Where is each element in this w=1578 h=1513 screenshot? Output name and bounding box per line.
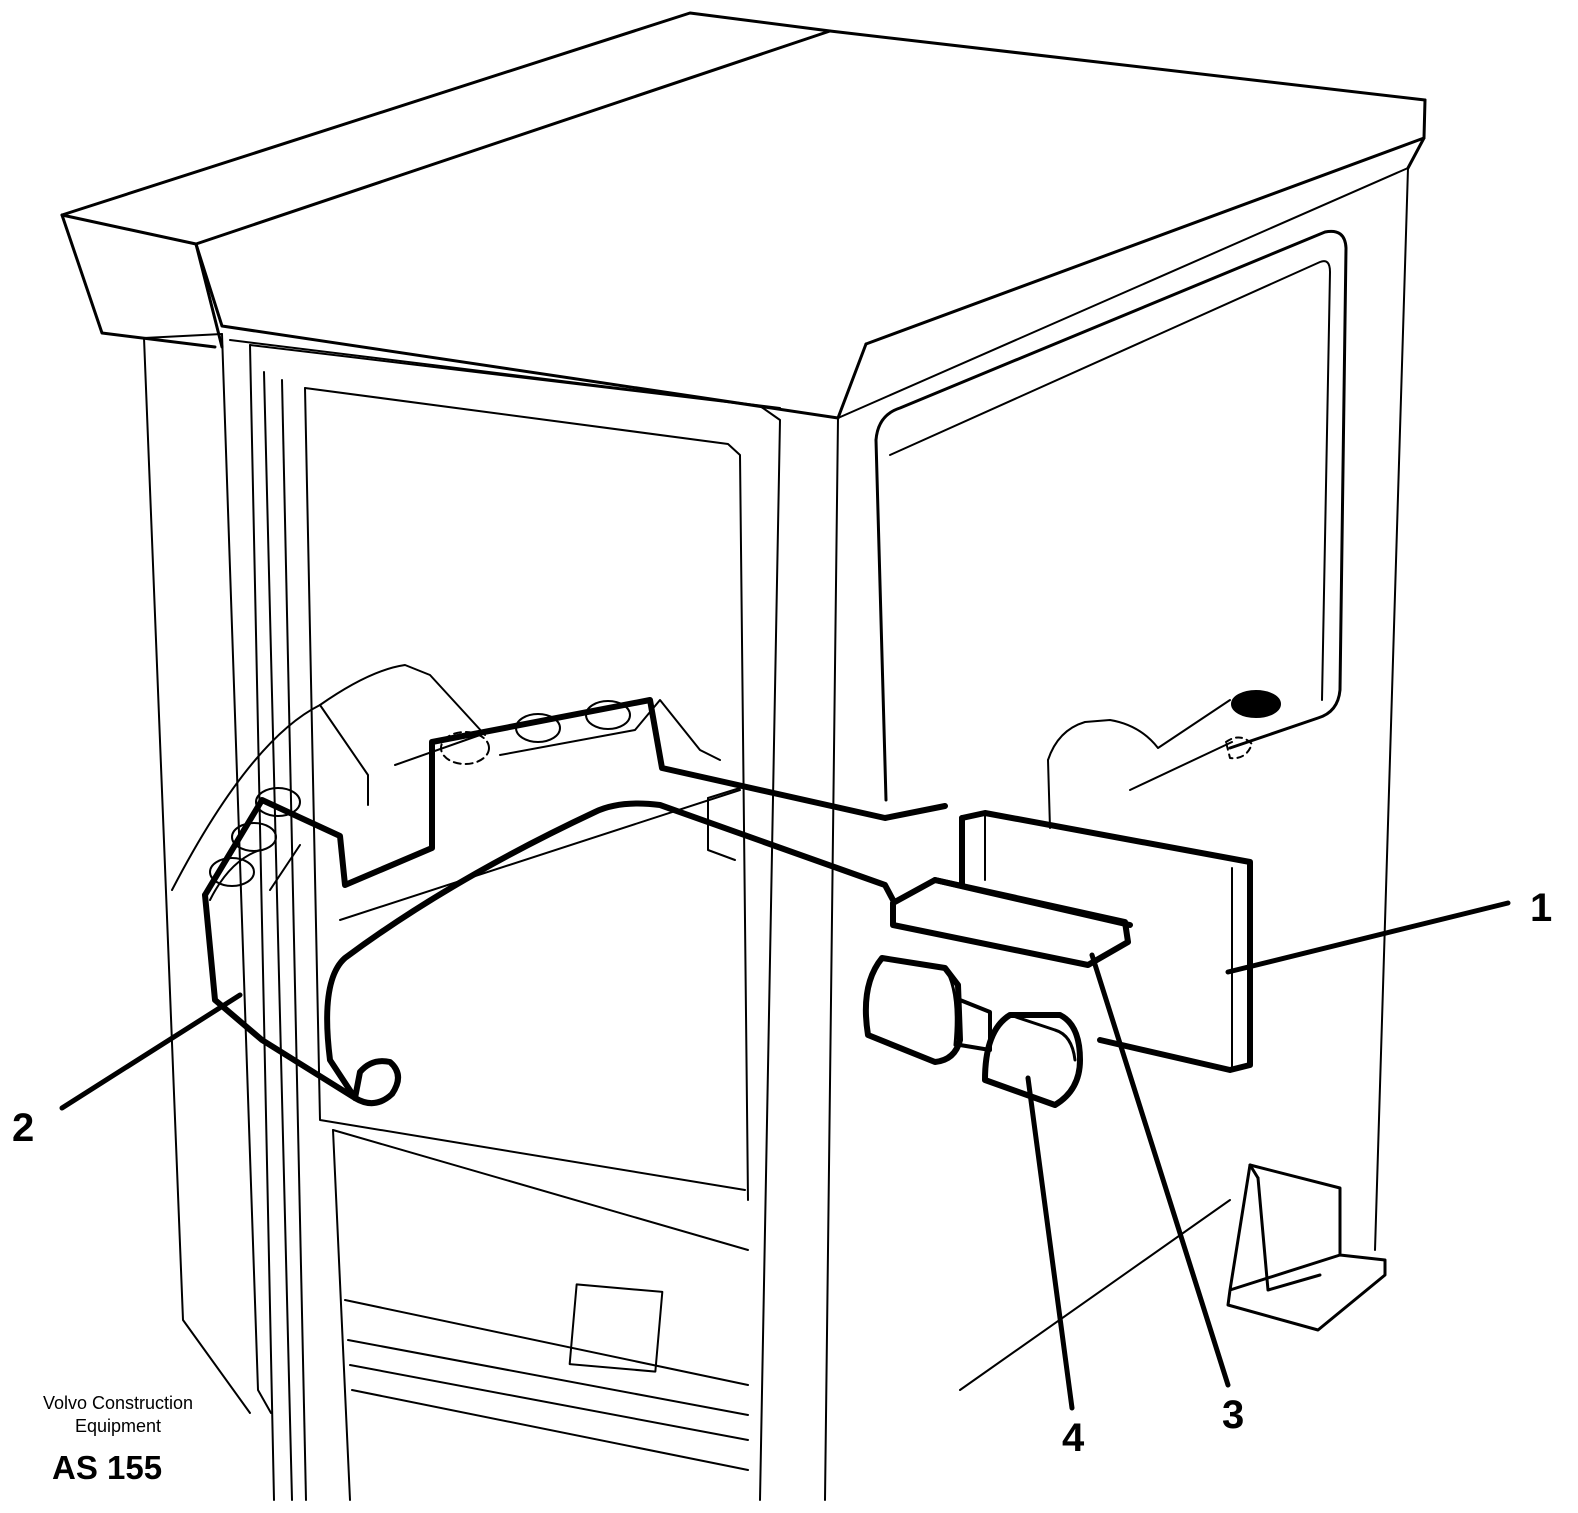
callout-1: 1	[1530, 886, 1553, 930]
cab-roof	[60, 11, 1427, 420]
cab-body	[143, 167, 1409, 1501]
relay-bar	[890, 877, 1133, 968]
credit-line-1: Volvo Construction	[42, 1393, 194, 1413]
credit-line-2: Equipment	[74, 1416, 162, 1436]
callout-3: 3	[1222, 1393, 1245, 1437]
manufacturer-credit: Volvo Construction Equipment	[20, 1392, 216, 1438]
switch-assembly	[862, 955, 1083, 1108]
side-window	[874, 229, 1348, 802]
figure-code: AS 155	[52, 1449, 163, 1486]
control-unit	[959, 810, 1253, 1073]
leader-1	[1225, 900, 1511, 975]
seat-back	[1047, 690, 1281, 829]
callout-2: 2	[12, 1106, 35, 1150]
door-frame	[249, 344, 781, 1501]
cab-mount-bracket	[959, 1163, 1387, 1391]
leader-3	[1089, 952, 1231, 1388]
leader-lines	[59, 900, 1511, 1411]
wiring-harness	[202, 697, 948, 1107]
callout-4: 4	[1062, 1416, 1085, 1460]
leader-4	[1025, 1075, 1075, 1411]
leader-2	[59, 992, 243, 1111]
